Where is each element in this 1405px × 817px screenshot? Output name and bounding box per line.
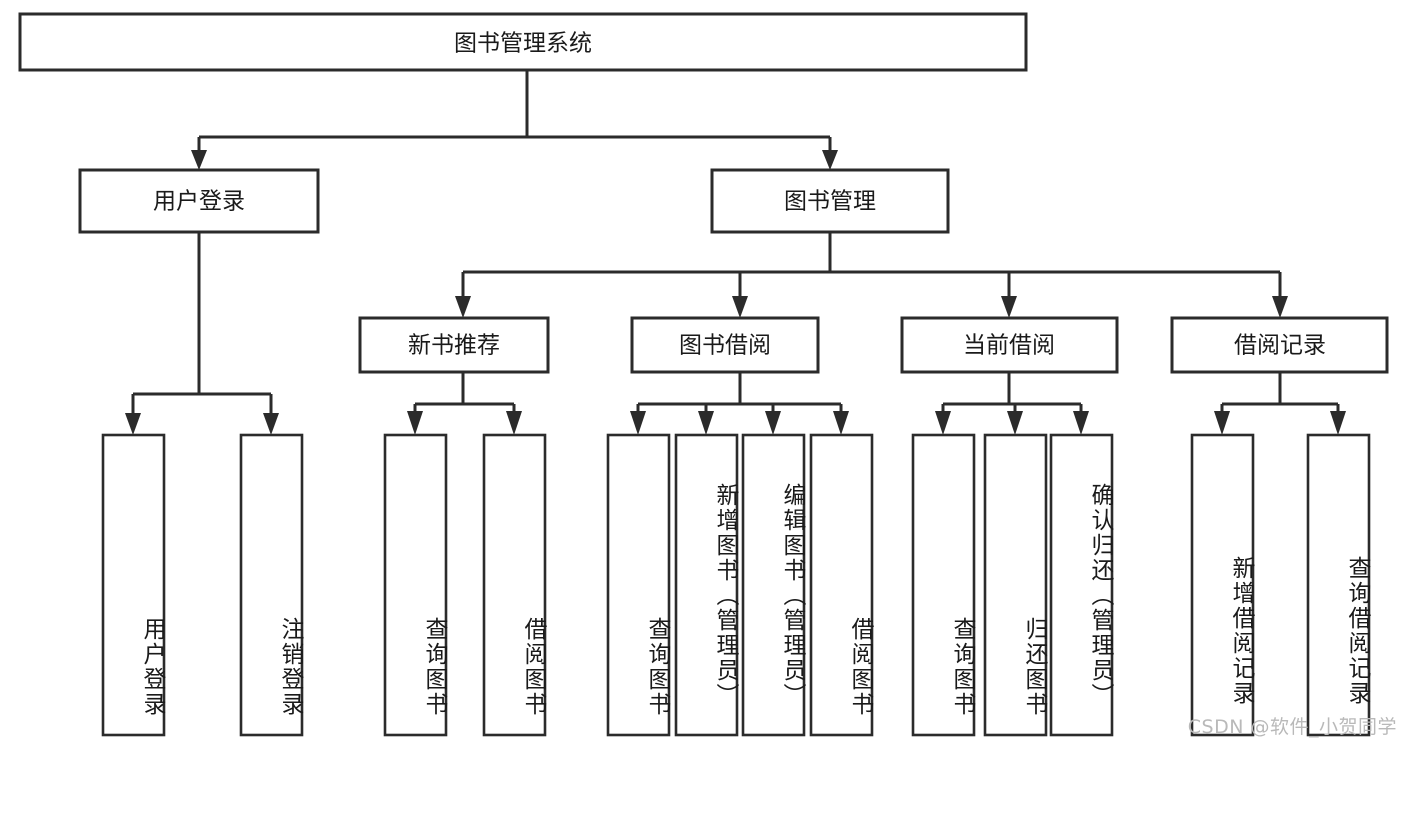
node-new-book-recommend-rect[interactable] <box>358 316 550 374</box>
arrow-edit-book-admin <box>765 411 781 435</box>
node-borrow-record-rect[interactable] <box>1170 316 1389 374</box>
node-current-borrow[interactable]: 当前借阅 <box>900 316 1119 374</box>
arrow-new-book-recommend <box>455 296 471 318</box>
connectors-root-to-level2 <box>191 70 838 170</box>
leaf-rect-edit-book-admin[interactable] <box>741 433 806 737</box>
leaf-rect-add-book-admin[interactable] <box>674 433 739 737</box>
leaf-rect-user-login-do[interactable] <box>101 433 166 737</box>
node-new-book-recommend-label: 新书推荐 <box>408 333 500 359</box>
node-root[interactable]: 图书管理系统 <box>18 12 1028 72</box>
arrow-add-book-admin <box>698 411 714 435</box>
node-book-manage-label: 图书管理 <box>784 189 876 215</box>
leaf-rect-confirm-return-admin[interactable] <box>1049 433 1114 737</box>
arrow-book-borrow <box>732 296 748 318</box>
node-book-borrow-label: 图书借阅 <box>679 333 771 359</box>
arrow-user-login-do <box>125 413 141 435</box>
node-borrow-record[interactable]: 借阅记录 <box>1170 316 1389 374</box>
node-book-borrow[interactable]: 图书借阅 <box>630 316 820 374</box>
arrow-return-book <box>1007 411 1023 435</box>
arrow-book-manage <box>822 150 838 170</box>
leaf-rect-borrow-book-1[interactable] <box>482 433 547 737</box>
connectors-borrow-record-children <box>1214 372 1346 435</box>
leaf-rect-query-book-1[interactable] <box>383 433 448 737</box>
arrow-add-borrow-record <box>1214 411 1230 435</box>
connectors-user-login-children <box>125 232 279 435</box>
arrow-borrow-book-2 <box>833 411 849 435</box>
leaf-rect-query-book-3[interactable] <box>911 433 976 737</box>
node-user-login-label: 用户登录 <box>153 189 245 215</box>
leaf-rect-borrow-book-2[interactable] <box>809 433 874 737</box>
arrow-query-book-2 <box>630 411 646 435</box>
node-root-label: 图书管理系统 <box>454 31 592 57</box>
diagram-canvas: 图书管理系统 用户登录 图书管理 新书推荐 图书借阅 当前借阅 借阅记录 <box>18 12 1397 738</box>
node-current-borrow-label: 当前借阅 <box>963 333 1055 359</box>
connectors-new-book-recommend-children <box>407 372 522 435</box>
node-book-manage[interactable]: 图书管理 <box>710 168 950 234</box>
node-new-book-recommend[interactable]: 新书推荐 <box>358 316 550 374</box>
arrow-borrow-record <box>1272 296 1288 318</box>
connectors-book-manage-groups <box>455 232 1288 318</box>
node-borrow-record-label: 借阅记录 <box>1234 333 1326 359</box>
connectors-book-borrow-children <box>630 372 849 435</box>
leaf-rect-query-borrow-record[interactable] <box>1306 433 1371 737</box>
arrow-current-borrow <box>1001 296 1017 318</box>
leaf-rect-user-logout[interactable] <box>239 433 304 737</box>
leaf-rect-return-book[interactable] <box>983 433 1048 737</box>
tree-diagram-svg: 图书管理系统 用户登录 图书管理 新书推荐 图书借阅 当前借阅 借阅记录 <box>18 12 1389 737</box>
node-book-manage-rect[interactable] <box>710 168 950 234</box>
arrow-user-login <box>191 150 207 170</box>
connectors-current-borrow-children <box>935 372 1089 435</box>
arrow-query-book-1 <box>407 411 423 435</box>
arrow-confirm-return-admin <box>1073 411 1089 435</box>
node-book-borrow-rect[interactable] <box>630 316 820 374</box>
watermark-text: CSDN @软件_小贺同学 <box>1187 716 1397 738</box>
arrow-query-borrow-record <box>1330 411 1346 435</box>
arrow-query-book-3 <box>935 411 951 435</box>
arrow-borrow-book-1 <box>506 411 522 435</box>
node-user-login-rect[interactable] <box>78 168 320 234</box>
node-user-login[interactable]: 用户登录 <box>78 168 320 234</box>
node-root-rect[interactable] <box>18 12 1028 72</box>
node-current-borrow-rect[interactable] <box>900 316 1119 374</box>
leaf-rect-query-book-2[interactable] <box>606 433 671 737</box>
leaf-rect-add-borrow-record[interactable] <box>1190 433 1255 737</box>
arrow-user-logout <box>263 413 279 435</box>
